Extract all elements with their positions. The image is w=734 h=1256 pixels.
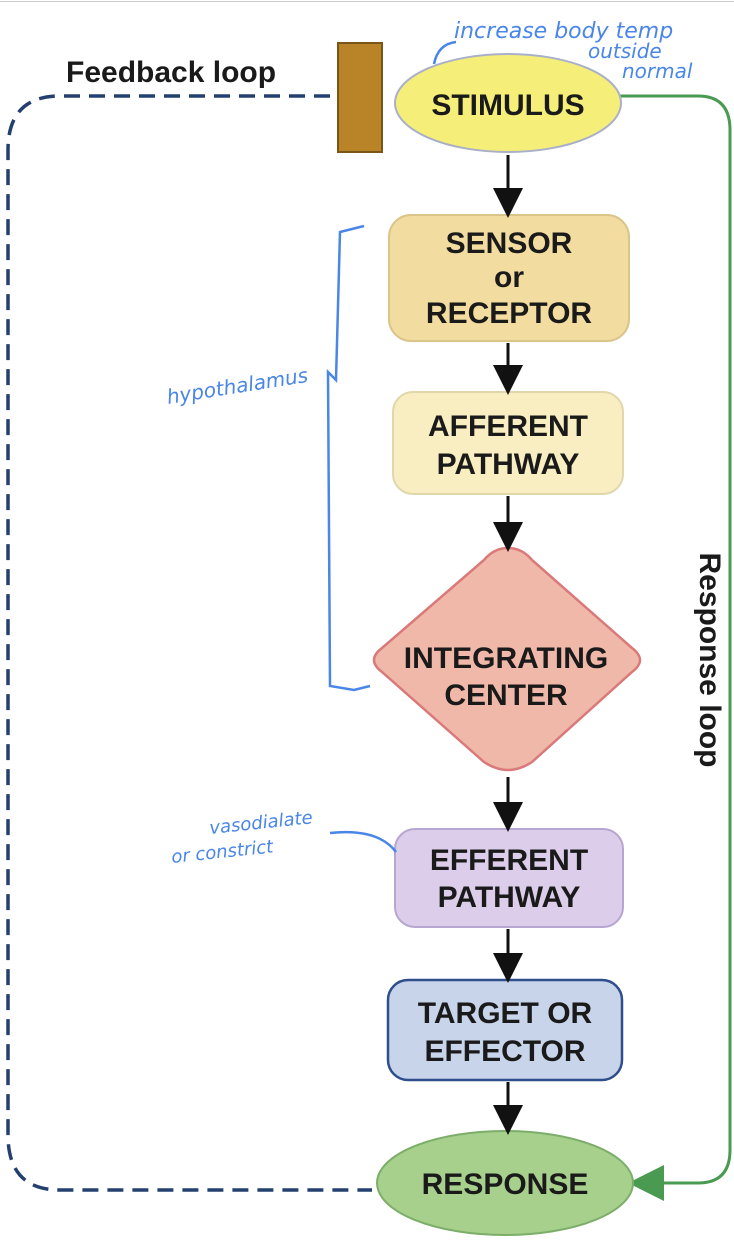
response-loop-line xyxy=(620,94,732,1201)
target-label-1: TARGET OR xyxy=(418,997,593,1030)
stimulus-annotation-1: increase body temp xyxy=(454,19,673,44)
efferent-label-1: EFFERENT xyxy=(430,844,588,877)
stimulus-label: STIMULUS xyxy=(431,89,584,122)
sensor-label-3: RECEPTOR xyxy=(426,297,592,330)
hypothalamus-bracket xyxy=(326,224,371,692)
stimulus-annotation-hook xyxy=(432,40,457,65)
response-loop-label: Response loop xyxy=(693,552,726,767)
sensor-label-2: or xyxy=(494,261,524,294)
feedback-loop-label: Feedback loop xyxy=(66,56,276,89)
efferent-annotation-1: vasodialate xyxy=(208,807,313,839)
stimulus-annotation-3: normal xyxy=(622,59,693,83)
sensor-label-1: SENSOR xyxy=(446,227,573,260)
integrating-label-1: INTEGRATING xyxy=(404,642,608,675)
response-label: RESPONSE xyxy=(422,1168,589,1201)
stimulus-node xyxy=(394,53,622,153)
integrating-center-node xyxy=(372,546,642,772)
feedback-blocker xyxy=(337,42,383,153)
efferent-annotation-line xyxy=(329,830,397,853)
feedback-loop-line xyxy=(6,94,372,1192)
efferent-label-2: PATHWAY xyxy=(438,881,581,914)
efferent-annotation-2: or constrict xyxy=(170,836,275,868)
hypothalamus-annotation: hypothalamus xyxy=(165,363,310,409)
integrating-label-2: CENTER xyxy=(444,679,568,712)
afferent-label-1: AFFERENT xyxy=(428,410,588,443)
afferent-label-2: PATHWAY xyxy=(437,448,580,481)
stimulus-annotation-2: outside xyxy=(588,39,662,63)
target-label-2: EFFECTOR xyxy=(424,1035,585,1068)
